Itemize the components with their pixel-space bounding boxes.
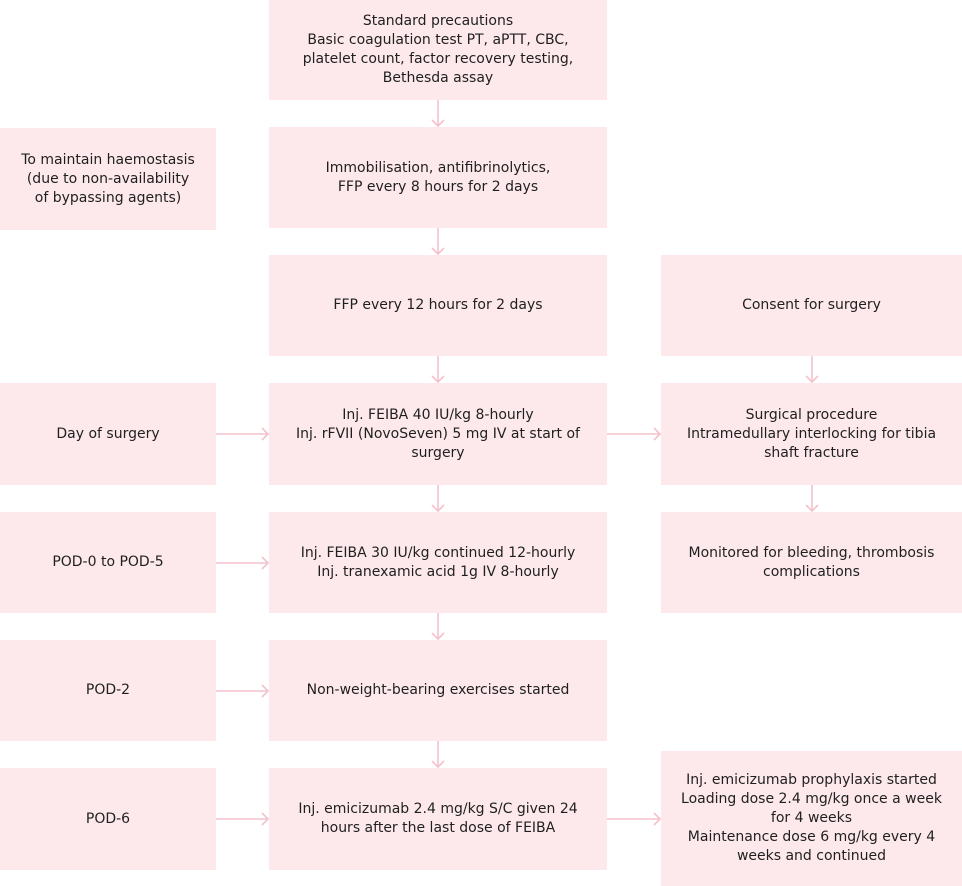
maintain-haemostasis-text: To maintain haemostasis (due to non-avai…: [21, 151, 195, 206]
immobilisation-box: Immobilisation, antifibrinolytics, FFP e…: [269, 127, 607, 228]
non-weight-bearing-box: Non-weight-bearing exercises started: [269, 640, 607, 741]
arrow-feiba30-to-nonweight: [431, 613, 445, 641]
arrow-ffp12-to-feiba40: [431, 356, 445, 384]
monitored-box: Monitored for bleeding, thrombosis compl…: [661, 512, 962, 613]
maintain-haemostasis-box: To maintain haemostasis (due to non-avai…: [0, 128, 216, 230]
feiba-30-text: Inj. FEIBA 30 IU/kg continued 12-hourly …: [300, 544, 576, 580]
pod2-text: POD-2: [85, 682, 131, 698]
consent-box: Consent for surgery: [661, 255, 962, 356]
emicizumab-24h-text: Inj. emicizumab 2.4 mg/kg S/C given 24 h…: [298, 801, 578, 836]
precautions-text: Standard precautions Basic coagulation t…: [302, 13, 574, 86]
arrow-emicizumab-to-prophylaxis: [607, 812, 662, 826]
surgical-procedure-box: Surgical procedure Intramedullary interl…: [661, 383, 962, 485]
arrow-pod0-pod5: [216, 556, 270, 570]
arrow-surgical-to-monitored: [805, 485, 819, 513]
surgical-procedure-text: Surgical procedure Intramedullary interl…: [686, 406, 937, 461]
ffp-12-hours-text: FFP every 12 hours for 2 days: [333, 297, 543, 313]
precautions-box: Standard precautions Basic coagulation t…: [269, 0, 607, 100]
arrow-pod2: [216, 684, 270, 698]
feiba-30-box: Inj. FEIBA 30 IU/kg continued 12-hourly …: [269, 512, 607, 613]
monitored-text: Monitored for bleeding, thrombosis compl…: [688, 544, 935, 580]
pod6-text: POD-6: [85, 810, 131, 827]
emicizumab-prophylaxis-text: Inj. emicizumab prophylaxis started Load…: [681, 772, 942, 864]
arrow-day-of-surgery: [216, 427, 270, 441]
pod2-box: POD-2: [0, 640, 216, 741]
arrow-consent-to-surgical: [805, 356, 819, 384]
emicizumab-24h-box: Inj. emicizumab 2.4 mg/kg S/C given 24 h…: [269, 768, 607, 870]
consent-text: Consent for surgery: [742, 297, 881, 313]
pod0-pod5-box: POD-0 to POD-5: [0, 512, 216, 613]
feiba-40-box: Inj. FEIBA 40 IU/kg 8-hourly Inj. rFVII …: [269, 383, 607, 485]
arrow-immobilisation-to-ffp12: [431, 228, 445, 256]
ffp-12-hours-box: FFP every 12 hours for 2 days: [269, 255, 607, 356]
emicizumab-prophylaxis-box: Inj. emicizumab prophylaxis started Load…: [661, 751, 962, 886]
immobilisation-text: Immobilisation, antifibrinolytics, FFP e…: [325, 159, 551, 195]
arrow-precautions-to-immobilisation: [431, 100, 445, 128]
arrow-pod6: [216, 812, 270, 826]
non-weight-bearing-text: Non-weight-bearing exercises started: [306, 682, 570, 698]
feiba-40-text: Inj. FEIBA 40 IU/kg 8-hourly Inj. rFVII …: [296, 406, 580, 461]
day-of-surgery-box: Day of surgery: [0, 383, 216, 485]
pod6-box: POD-6: [0, 768, 216, 870]
arrow-feiba40-to-feiba30: [431, 485, 445, 513]
day-of-surgery-text: Day of surgery: [56, 425, 160, 442]
arrow-nonweight-to-emicizumab: [431, 741, 445, 769]
pod0-pod5-text: POD-0 to POD-5: [52, 554, 164, 570]
arrow-feiba40-to-surgical: [607, 427, 662, 441]
